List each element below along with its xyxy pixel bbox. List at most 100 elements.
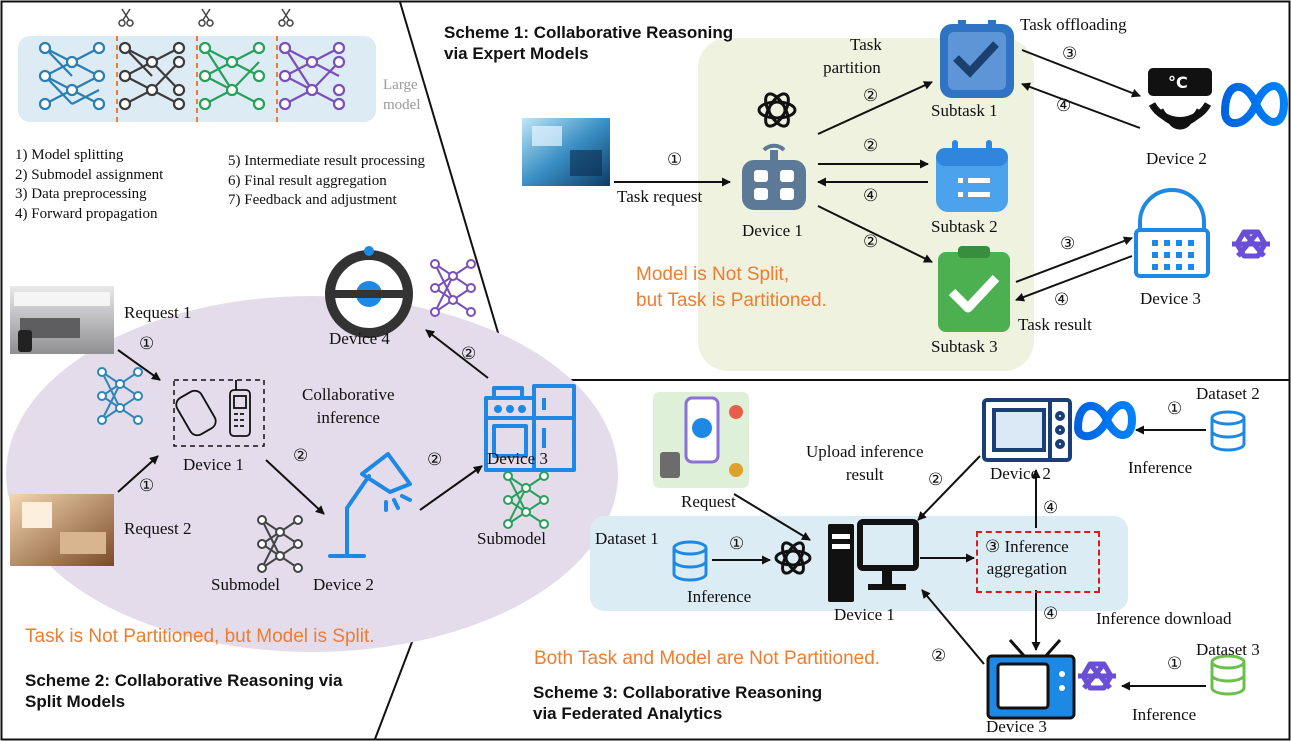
step-2-label: ② bbox=[863, 86, 879, 106]
scheme1-title: Scheme 1: Collaborative Reasoning via Ex… bbox=[444, 22, 733, 65]
microwave-icon bbox=[982, 398, 1072, 462]
svg-text:°C: °C bbox=[1168, 73, 1188, 92]
scheme3-title-line2: via Federated Analytics bbox=[533, 704, 723, 724]
step-2-label: ② bbox=[427, 450, 443, 470]
scheme3-arrows bbox=[712, 425, 1206, 691]
collab-line1: Collaborative bbox=[302, 385, 395, 404]
step-item: 7) Feedback and adjustment bbox=[228, 192, 397, 208]
step-4-label: ④ bbox=[1043, 498, 1059, 518]
scheme2-device2-label: Device 2 bbox=[313, 575, 374, 594]
step-1-label: ① bbox=[667, 150, 683, 170]
scheme2-submodel-label: Submodel bbox=[477, 529, 546, 548]
step-2-label: ② bbox=[461, 344, 477, 364]
database-icon bbox=[672, 540, 708, 582]
step-item: 3) Data preprocessing bbox=[15, 186, 147, 202]
bedroom-photo bbox=[10, 494, 114, 566]
step-4-label: ④ bbox=[1054, 290, 1070, 310]
scheme2-note: Task is Not Partitioned, but Model is Sp… bbox=[25, 626, 375, 647]
divider-top bbox=[399, 1, 513, 381]
dataset2-label: Dataset 2 bbox=[1196, 384, 1260, 403]
scheme2-submodel-label: Submodel bbox=[211, 575, 280, 594]
device1-group bbox=[173, 379, 265, 447]
task-offloading-label: Task offloading bbox=[1020, 15, 1127, 34]
chatgpt-logo-icon bbox=[774, 541, 812, 575]
scheme1-note-line1: Model is Not Split, bbox=[636, 264, 790, 285]
meta-logo-icon bbox=[1220, 82, 1289, 127]
request2-label: Request 2 bbox=[124, 519, 192, 538]
kitchen-appliance-icon bbox=[484, 384, 576, 472]
step-4-label: ④ bbox=[1043, 604, 1059, 624]
task-partition-label: Task partition bbox=[822, 34, 882, 80]
inference-label: Inference bbox=[1128, 458, 1193, 477]
scheme1-note-line2: but Task is Partitioned. bbox=[636, 289, 827, 311]
scheme2-device4-label: Device 4 bbox=[329, 329, 390, 348]
thermometer-sensor-icon: °C bbox=[1148, 68, 1212, 130]
inference-label: Inference bbox=[687, 587, 752, 606]
neural-network-icon bbox=[430, 259, 476, 317]
task-partition-line1: Task bbox=[850, 35, 882, 54]
large-model-network bbox=[18, 36, 376, 122]
scheme1-device1-label: Device 1 bbox=[742, 221, 803, 240]
request1-label: Request 1 bbox=[124, 303, 192, 322]
steps-left-list: 1) Model splitting 2) Submodel assignmen… bbox=[15, 146, 163, 224]
scissors-icon bbox=[278, 8, 294, 27]
large-model-line2: model bbox=[383, 96, 421, 113]
desk-lamp-icon bbox=[328, 452, 412, 558]
step-4-label: ④ bbox=[1056, 96, 1072, 116]
scheme3-note: Both Task and Model are Not Partitioned. bbox=[534, 648, 881, 669]
step-2-label: ② bbox=[928, 470, 944, 490]
scheme2-title: Scheme 2: Collaborative Reasoning via Sp… bbox=[25, 670, 342, 713]
steps-right-list: 5) Intermediate result processing 6) Fin… bbox=[228, 152, 425, 211]
agg-line2: aggregation bbox=[986, 559, 1067, 579]
step-1-label: ① bbox=[1167, 399, 1183, 419]
smart-lock-icon bbox=[1134, 188, 1210, 278]
step-1-label: ① bbox=[729, 534, 745, 554]
scissors-icon bbox=[198, 8, 214, 27]
kitchen-photo bbox=[10, 286, 114, 354]
scheme1-device2-label: Device 2 bbox=[1146, 149, 1207, 168]
neural-network-icon bbox=[97, 367, 143, 425]
upload-inference-label: Upload inference result bbox=[806, 441, 924, 487]
robot-vacuum-icon bbox=[325, 246, 413, 338]
request-illustration bbox=[653, 392, 749, 488]
scheme1-title-line1: Scheme 1: Collaborative Reasoning bbox=[444, 23, 734, 42]
subtask2-label: Subtask 2 bbox=[931, 217, 998, 236]
scheme2-device3-label: Device 3 bbox=[487, 449, 548, 468]
tv-icon bbox=[986, 639, 1076, 720]
scheme2-device1-label: Device 1 bbox=[183, 455, 244, 474]
upload-line2: result bbox=[845, 464, 884, 484]
scheme2-region bbox=[6, 296, 618, 652]
subtask1-label: Subtask 1 bbox=[931, 101, 998, 120]
step-1-label: ① bbox=[1167, 654, 1183, 674]
scheme3-device1-label: Device 1 bbox=[834, 605, 895, 624]
meta-logo-icon bbox=[1073, 401, 1137, 441]
step-3-label: ③ bbox=[1060, 234, 1076, 254]
scheme1-arrows bbox=[614, 49, 1141, 302]
scheme3-title-line1: Scheme 3: Collaborative Reasoning bbox=[533, 683, 823, 702]
step-2-label: ② bbox=[293, 446, 309, 466]
inference-label: Inference bbox=[1132, 705, 1197, 724]
qwen-logo-icon bbox=[1232, 229, 1270, 259]
large-model-line1: Large bbox=[383, 77, 418, 93]
step-4-label: ④ bbox=[863, 186, 879, 206]
scheme2-title-line1: Scheme 2: Collaborative Reasoning via bbox=[25, 671, 343, 690]
neural-network-icon bbox=[257, 515, 303, 573]
scheme1-note: Model is Not Split, but Task is Partitio… bbox=[636, 262, 827, 313]
subtask3-check-icon bbox=[938, 246, 1010, 332]
chatgpt-logo-icon bbox=[757, 92, 797, 128]
inference-download-label: Inference download bbox=[1096, 609, 1232, 628]
task-result-label: Task result bbox=[1018, 315, 1092, 334]
scissors-icon bbox=[118, 8, 134, 27]
step-item: 5) Intermediate result processing bbox=[228, 153, 426, 169]
task-request-label: Task request bbox=[617, 187, 703, 206]
qwen-logo-icon bbox=[1078, 661, 1116, 691]
step-1-label: ① bbox=[139, 334, 155, 354]
inference-aggregation-box bbox=[976, 531, 1100, 593]
inference-aggregation-label: ③ Inference aggregation bbox=[985, 536, 1069, 580]
scheme3-device3-label: Device 3 bbox=[986, 717, 1047, 736]
step-item: 2) Submodel assignment bbox=[15, 166, 164, 183]
desktop-computer-icon bbox=[828, 519, 919, 602]
step-item: 1) Model splitting bbox=[15, 147, 124, 163]
